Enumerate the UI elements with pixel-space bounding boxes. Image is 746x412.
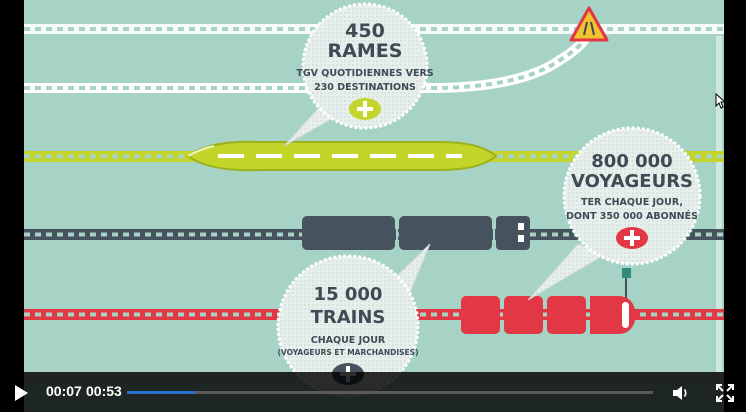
badge-trains-line1: CHAQUE JOUR (311, 335, 386, 346)
fullscreen-icon (716, 384, 734, 402)
ter-train (461, 296, 636, 334)
play-icon (15, 385, 28, 401)
badge-rames-title: RAMES (328, 40, 403, 62)
badge-rames-line1: TGV QUOTIDIENNES VERS (296, 68, 433, 79)
badge-voyageurs-line1: TER CHAQUE JOUR, (581, 197, 683, 208)
scroll-edge (716, 36, 722, 372)
badge-trains: 15 000 TRAINS CHAQUE JOUR (VOYAGEURS ET … (276, 243, 431, 398)
progress-fill (127, 391, 196, 394)
badge-rames-number: 450 (345, 20, 385, 42)
badge-trains-title: TRAINS (311, 307, 386, 328)
volume-icon (673, 386, 687, 400)
badge-trains-line2: (VOYAGEURS ET MARCHANDISES) (277, 348, 418, 357)
tgv-train (186, 140, 498, 172)
curved-track (24, 28, 595, 93)
player-controls: 00:07 00:53 (0, 372, 746, 412)
badge-rames-plus-icon[interactable] (349, 98, 381, 120)
fullscreen-button[interactable] (714, 382, 736, 404)
badge-voyageurs-title: VOYAGEURS (571, 171, 693, 192)
badge-voyageurs: 800 000 VOYAGEURS TER CHAQUE JOUR, DONT … (527, 126, 702, 301)
duration: 00:53 (86, 383, 122, 399)
badge-trains-number: 15 000 (314, 284, 383, 305)
freight-train (302, 216, 530, 250)
current-time: 00:07 (46, 383, 82, 399)
badge-rames-line2: 230 DESTINATIONS (314, 82, 416, 93)
badge-rames: 450 RAMES TGV QUOTIDIENNES VERS 230 DEST… (283, 2, 434, 147)
progress-bar[interactable] (127, 391, 653, 394)
badge-voyageurs-number: 800 000 (591, 151, 672, 172)
badge-voyageurs-line2: DONT 350 000 ABONNÉS (566, 210, 698, 222)
warning-sign-icon (569, 6, 609, 42)
badge-voyageurs-plus-icon[interactable] (616, 227, 648, 249)
play-button[interactable] (10, 382, 32, 404)
mouse-cursor-icon (715, 92, 727, 109)
volume-button[interactable] (670, 382, 692, 404)
